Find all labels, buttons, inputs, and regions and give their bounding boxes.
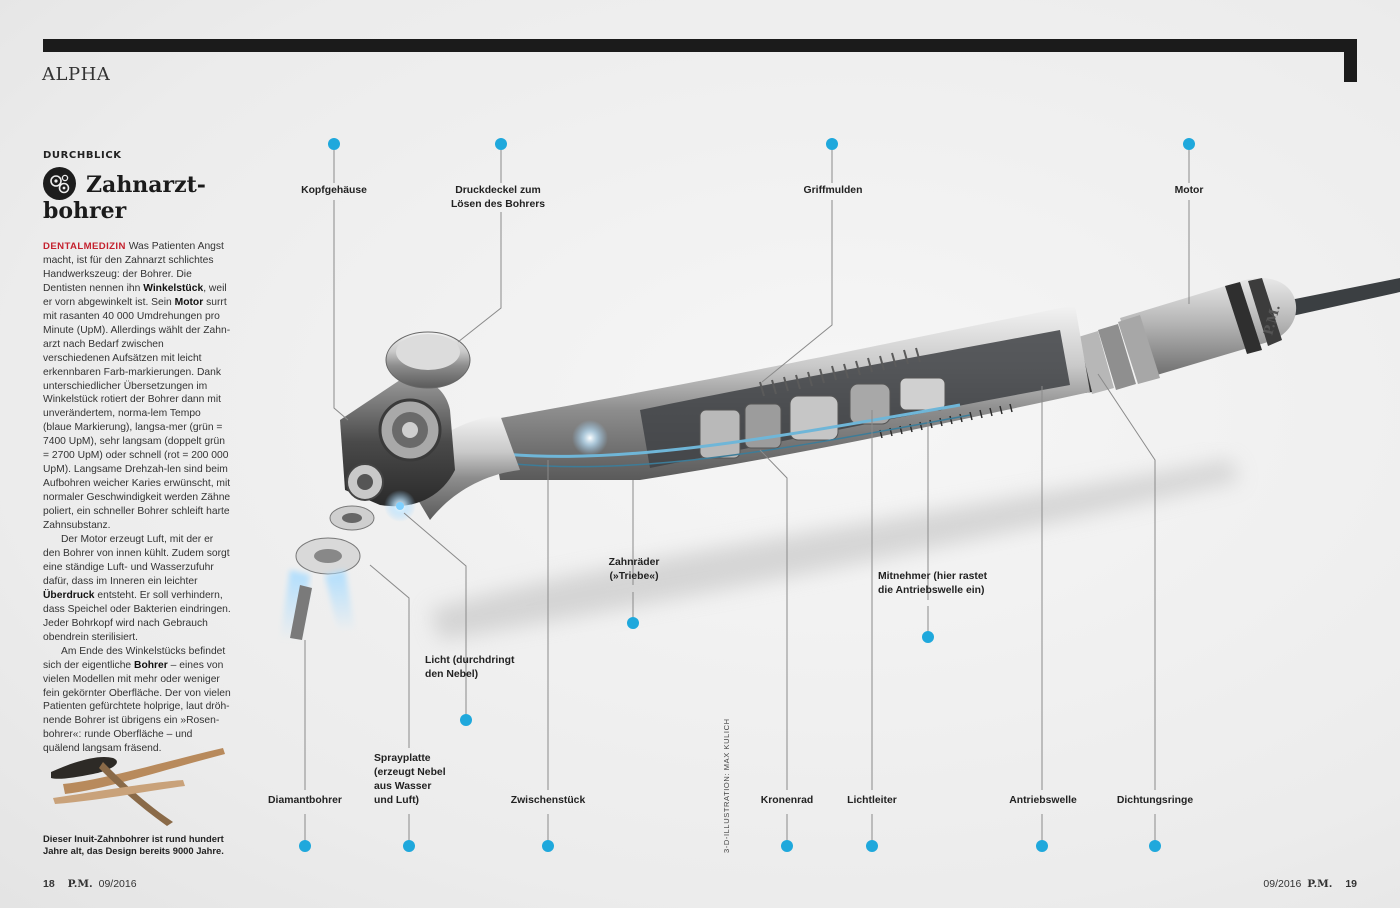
brand-left: P.M. bbox=[67, 878, 93, 890]
label-kronenrad: Kronenrad bbox=[760, 795, 814, 806]
illustration-credit: 3-D-ILLUSTRATION: MAX KULICH bbox=[722, 718, 731, 853]
callout-dot bbox=[627, 617, 639, 629]
photo-caption: Dieser Inuit-Zahnbohrer ist rund hundert… bbox=[43, 833, 224, 856]
label-dichtungsringe: Dichtungsringe bbox=[1116, 795, 1194, 806]
page-number-right: 19 bbox=[1345, 878, 1357, 890]
top-rule-hook bbox=[1344, 39, 1357, 82]
article-kicker: DURCHBLICK bbox=[43, 150, 122, 161]
callout-dot bbox=[826, 138, 838, 150]
inuit-drill-photo bbox=[51, 748, 225, 826]
callout-dot bbox=[299, 840, 311, 852]
callout-dot bbox=[1149, 840, 1161, 852]
label-kopfgehaeuse: Kopfgehäuse bbox=[301, 185, 367, 196]
label-zahnraeder: Zahnräder (»Triebe«) bbox=[608, 557, 660, 582]
label-mitnehmer: Mitnehmer (hier rastet die Antriebswelle… bbox=[878, 571, 988, 596]
callout-dot bbox=[460, 714, 472, 726]
callout-dot bbox=[922, 631, 934, 643]
illustration-shadow bbox=[430, 460, 1240, 640]
text-run: surrt mit rasanten 40 000 Umdrehungen pr… bbox=[43, 296, 231, 532]
emphasis: Winkelstück bbox=[143, 282, 204, 294]
article-body: DENTALMEDIZIN Was Patienten Angst macht,… bbox=[43, 240, 231, 756]
diamond-burr bbox=[290, 585, 312, 640]
label-diamantbohrer: Diamantbohrer bbox=[268, 795, 342, 806]
body-paragraph: Am Ende des Winkelstücks befindet sich d… bbox=[43, 645, 231, 757]
callout-dots bbox=[299, 138, 1195, 852]
emphasis: Überdruck bbox=[43, 589, 95, 601]
article-heading: Zahnarzt- bohrer bbox=[43, 172, 233, 224]
callout-dot bbox=[542, 840, 554, 852]
emphasis: Motor bbox=[174, 296, 204, 308]
label-druckdeckel: Druckdeckel zum Lösen des Bohrers bbox=[450, 185, 546, 210]
page-number-left: 18 bbox=[43, 878, 55, 890]
folio-left: 18 P.M. 09/2016 bbox=[43, 878, 137, 890]
label-zwischenstueck: Zwischenstück bbox=[510, 795, 586, 806]
text-run: , weil er vorn abgewinkelt ist. Sein bbox=[43, 282, 227, 308]
text-run: entsteht. Er soll verhindern, dass Speic… bbox=[43, 589, 231, 643]
callout-dot bbox=[866, 840, 878, 852]
callout-dot bbox=[403, 840, 415, 852]
callout-dot bbox=[1183, 138, 1195, 150]
text-run: Der Motor erzeugt Luft, mit der er den B… bbox=[43, 534, 230, 587]
emphasis: Bohrer bbox=[134, 659, 168, 671]
lead-in: DENTALMEDIZIN bbox=[43, 241, 126, 252]
folio-right: 09/2016 P.M. 19 bbox=[1263, 878, 1357, 890]
label-motor: Motor bbox=[1174, 185, 1204, 196]
label-lichtleiter: Lichtleiter bbox=[847, 795, 897, 806]
label-griffmulden: Griffmulden bbox=[803, 185, 863, 196]
callout-dot bbox=[781, 840, 793, 852]
brand-right: P.M. bbox=[1307, 878, 1333, 890]
issue-right: 09/2016 bbox=[1263, 878, 1302, 890]
body-paragraph: Der Motor erzeugt Luft, mit der er den B… bbox=[43, 533, 231, 645]
top-rule bbox=[43, 39, 1357, 52]
text-run: Was Patienten Angst macht, ist für den Z… bbox=[43, 241, 224, 294]
motor-cable bbox=[1290, 278, 1400, 316]
body-paragraph: DENTALMEDIZIN Was Patienten Angst macht,… bbox=[43, 240, 231, 533]
issue-left: 09/2016 bbox=[98, 878, 137, 890]
label-antriebswelle: Antriebswelle bbox=[1009, 795, 1077, 806]
handpiece-body bbox=[469, 305, 1090, 480]
leader-lines bbox=[304, 150, 1190, 840]
callout-dot bbox=[328, 138, 340, 150]
heading-line-2: bohrer bbox=[43, 198, 127, 224]
spray-plate bbox=[295, 505, 375, 575]
text-run: Am Ende des Winkelstücks befindet sich d… bbox=[43, 645, 226, 671]
heading-line-1: Zahnarzt- bbox=[86, 172, 206, 198]
section-title: ALPHA bbox=[42, 64, 111, 85]
label-sprayplatte: Sprayplatte (erzeugt Nebel aus Wasser un… bbox=[374, 753, 446, 806]
handpiece-head bbox=[340, 331, 471, 522]
text-run: – eines von vielen Modellen mit mehr ode… bbox=[43, 659, 231, 755]
gears-icon bbox=[43, 167, 76, 200]
callout-dot bbox=[495, 138, 507, 150]
label-licht: Licht (durchdringt den Nebel) bbox=[425, 655, 515, 680]
callout-dot bbox=[1036, 840, 1048, 852]
